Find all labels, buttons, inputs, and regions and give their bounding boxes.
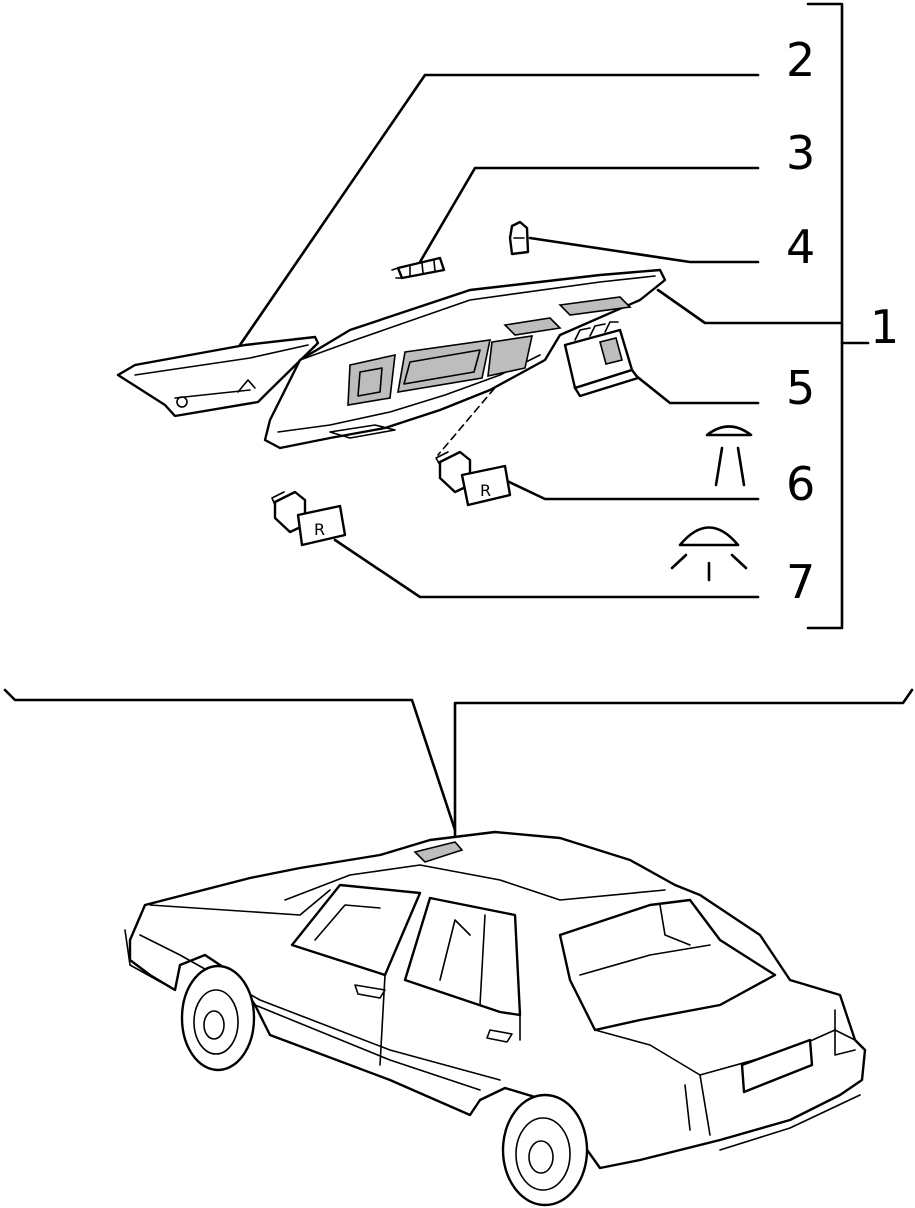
callout-4: 4 bbox=[786, 220, 815, 274]
callout-1: 1 bbox=[870, 300, 899, 354]
callout-5: 5 bbox=[786, 361, 815, 415]
part-4-wedge-bulb bbox=[508, 220, 530, 256]
spot-lamp-icon bbox=[705, 425, 753, 487]
front-wheel bbox=[180, 964, 256, 1072]
part-2-lens-cover bbox=[116, 335, 320, 418]
callout-6: 6 bbox=[786, 457, 815, 511]
group-bracket bbox=[806, 2, 870, 630]
callout-2: 2 bbox=[786, 33, 815, 87]
dome-lamp-icon bbox=[670, 526, 748, 582]
part-1-roof-console bbox=[263, 268, 667, 450]
zoom-connector bbox=[3, 688, 914, 837]
part-7-courtesy-switch: R bbox=[271, 490, 347, 547]
rear-wheel bbox=[501, 1093, 589, 1207]
car-illustration bbox=[124, 830, 867, 1207]
callout-7: 7 bbox=[786, 555, 815, 609]
callout-3: 3 bbox=[786, 126, 815, 180]
part-3-festoon-bulb bbox=[391, 256, 446, 280]
leader-lines bbox=[238, 73, 842, 599]
part-7-switch-mark: R bbox=[314, 520, 325, 539]
callout-labels: 1 2 3 4 5 6 7 bbox=[786, 33, 899, 609]
part-6-reading-switch: R bbox=[435, 450, 512, 507]
part-6-switch-mark: R bbox=[480, 481, 491, 500]
part-5-switch-block bbox=[563, 321, 640, 398]
